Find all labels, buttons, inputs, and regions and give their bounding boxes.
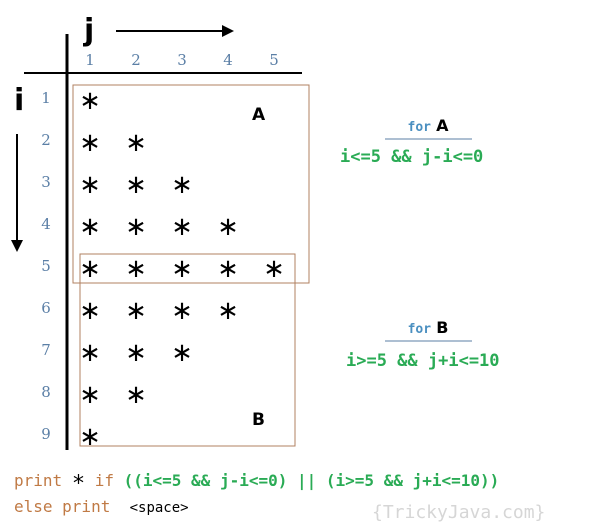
- condition-a-expression: i<=5 && j-i<=0: [340, 147, 484, 167]
- star-icon: ∗: [125, 338, 147, 368]
- combined-condition: ((i<=5 && j-i<=0) || (i>=5 && j+i<=10)): [123, 471, 500, 490]
- star-icon: ∗: [171, 254, 193, 284]
- star-icon: ∗: [125, 296, 147, 326]
- condition-a-title: for A: [383, 116, 473, 135]
- star-icon: ∗: [217, 254, 239, 284]
- row-number: 2: [41, 131, 51, 149]
- star-icon: ∗: [79, 380, 101, 410]
- j-arrowhead: [222, 25, 234, 37]
- star-icon: ∗: [263, 254, 285, 284]
- row-number: 4: [41, 215, 51, 233]
- row-number: 5: [41, 257, 51, 275]
- condition-a-name: A: [436, 116, 449, 135]
- j-axis-label: j: [84, 13, 95, 48]
- box-b: [79, 253, 296, 447]
- star-icon: ∗: [79, 338, 101, 368]
- star-icon: ∗: [217, 212, 239, 242]
- star-icon: ∗: [171, 212, 193, 242]
- watermark: {TrickyJava.com}: [372, 502, 546, 523]
- star-icon: ∗: [79, 254, 101, 284]
- star-icon: ∗: [171, 338, 193, 368]
- star-icon: ∗: [125, 212, 147, 242]
- star-icon: ∗: [125, 128, 147, 158]
- box-a-label: A: [252, 105, 266, 125]
- else-print-keyword: else print: [14, 497, 111, 516]
- star-icon: ∗: [79, 296, 101, 326]
- row-number: 9: [41, 425, 51, 443]
- condition-b-name: B: [436, 318, 449, 337]
- code-line-1: print ∗ if ((i<=5 && j-i<=0) || (i>=5 &&…: [14, 469, 499, 491]
- condition-b-title: for B: [383, 318, 473, 337]
- star-icon: ∗: [79, 422, 101, 452]
- column-number: 4: [223, 51, 233, 69]
- star-icon: ∗: [79, 86, 101, 116]
- print-keyword: print: [14, 471, 63, 490]
- code-line-2: else print <space>: [14, 497, 189, 516]
- column-number: 3: [177, 51, 187, 69]
- row-number: 3: [41, 173, 51, 191]
- column-number: 1: [85, 51, 95, 69]
- if-keyword: if: [94, 471, 114, 490]
- star-icon: ∗: [79, 212, 101, 242]
- star-icon: ∗: [79, 128, 101, 158]
- row-number: 6: [41, 299, 51, 317]
- box-b-label: B: [252, 410, 265, 430]
- row-number: 7: [41, 341, 51, 359]
- condition-b-expression: i>=5 && j+i<=10: [346, 351, 500, 371]
- star-icon: ∗: [125, 380, 147, 410]
- space-placeholder: <space>: [129, 500, 189, 516]
- row-number: 1: [41, 89, 51, 107]
- star-icon: ∗: [171, 296, 193, 326]
- star-icon: ∗: [217, 296, 239, 326]
- i-axis-label: i: [14, 83, 25, 118]
- star-icon: ∗: [125, 170, 147, 200]
- star-icon: ∗: [79, 170, 101, 200]
- row-number: 8: [41, 383, 51, 401]
- box-a: [72, 84, 310, 284]
- column-number: 2: [131, 51, 141, 69]
- column-number: 5: [269, 51, 279, 69]
- for-keyword: for: [407, 322, 432, 337]
- for-keyword: for: [407, 120, 431, 135]
- i-arrowhead: [11, 240, 23, 252]
- inline-star-icon: ∗: [71, 467, 86, 492]
- star-icon: ∗: [125, 254, 147, 284]
- star-icon: ∗: [171, 170, 193, 200]
